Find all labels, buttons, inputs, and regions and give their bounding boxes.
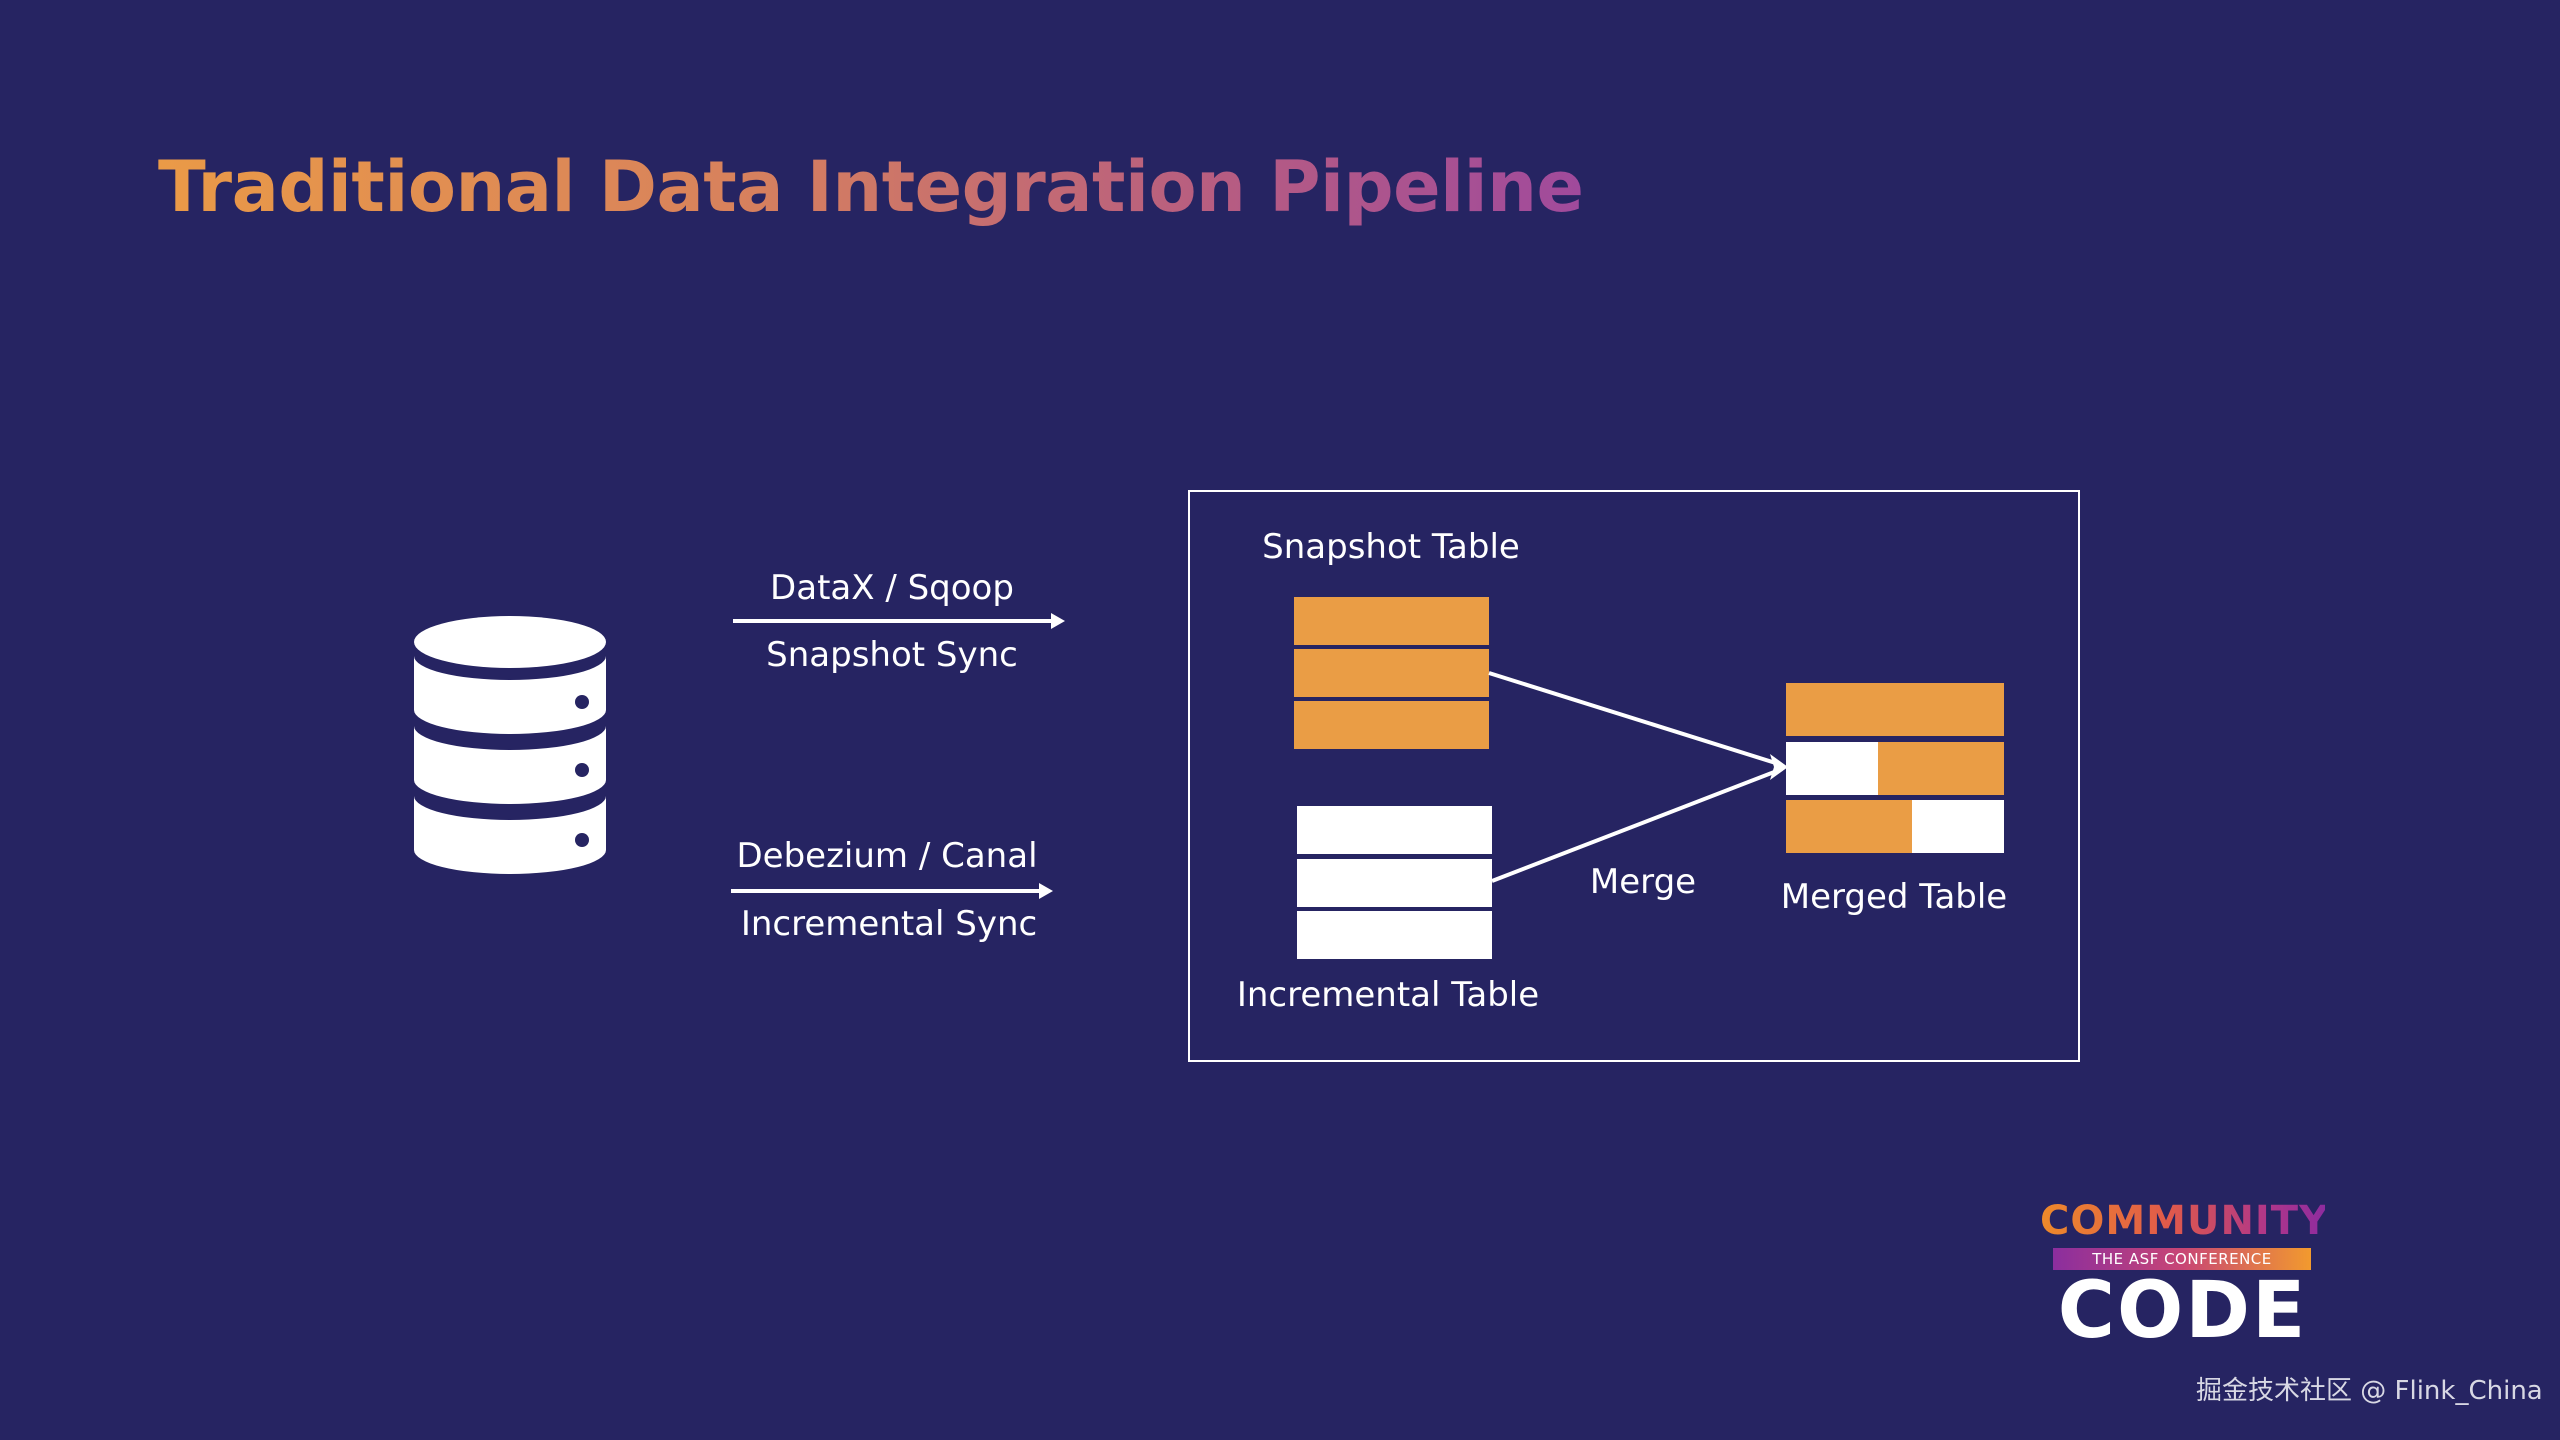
slide-title: Traditional Data Integration Pipeline xyxy=(158,146,1584,228)
snapshot-sync-arrow xyxy=(733,613,1065,629)
merged-table-row xyxy=(1786,800,2004,853)
incremental-table-row xyxy=(1297,858,1492,907)
incremental-table-row xyxy=(1297,911,1492,959)
incremental-sync-arrow xyxy=(731,883,1053,899)
merged-table-cell-orange xyxy=(1786,800,1913,853)
merged-table-cell-orange xyxy=(1877,741,2004,795)
snapshot-table-cell-orange xyxy=(1294,701,1489,749)
snapshot-table-row xyxy=(1294,649,1489,697)
snapshot-table-cell-orange xyxy=(1294,597,1489,645)
logo-community-text: COMMUNITY xyxy=(2040,1198,2330,1244)
incremental-table-row xyxy=(1297,806,1492,854)
watermark: 掘金技术社区 @ Flink_China xyxy=(2196,1376,2543,1406)
merged-table-cell-white xyxy=(1786,741,1878,795)
incremental-tool-label: Debezium / Canal xyxy=(736,836,1038,876)
incremental-table-label: Incremental Table xyxy=(1236,975,1540,1015)
snapshot-table-row xyxy=(1294,701,1489,749)
snapshot-table-label: Snapshot Table xyxy=(1262,527,1520,567)
snapshot-sync-label: Snapshot Sync xyxy=(766,635,1018,675)
database-icon xyxy=(414,616,606,874)
snapshot-table-cell-orange xyxy=(1294,649,1489,697)
incremental-table-cell-white xyxy=(1297,858,1492,907)
snapshot-table-row xyxy=(1294,597,1489,645)
community-over-code-logo: COMMUNITY THE ASF CONFERENCE CODE xyxy=(2040,1198,2330,1356)
logo-conference-band: THE ASF CONFERENCE xyxy=(2053,1248,2311,1270)
merged-table-cell-white xyxy=(1912,800,2004,853)
logo-code-text: CODE xyxy=(2057,1266,2308,1356)
incremental-sync-label: Incremental Sync xyxy=(740,904,1038,944)
snapshot-tool-label: DataX / Sqoop xyxy=(770,568,1014,608)
merged-table-label: Merged Table xyxy=(1780,877,2008,917)
merged-table-row xyxy=(1786,683,2004,736)
merge-label: Merge xyxy=(1589,862,1697,902)
incremental-table-cell-white xyxy=(1297,806,1492,854)
merged-table-row xyxy=(1786,741,2004,795)
incremental-table-cell-white xyxy=(1297,911,1492,959)
merged-table-cell-orange xyxy=(1786,683,2004,736)
merge-process-box xyxy=(1188,490,2080,1062)
